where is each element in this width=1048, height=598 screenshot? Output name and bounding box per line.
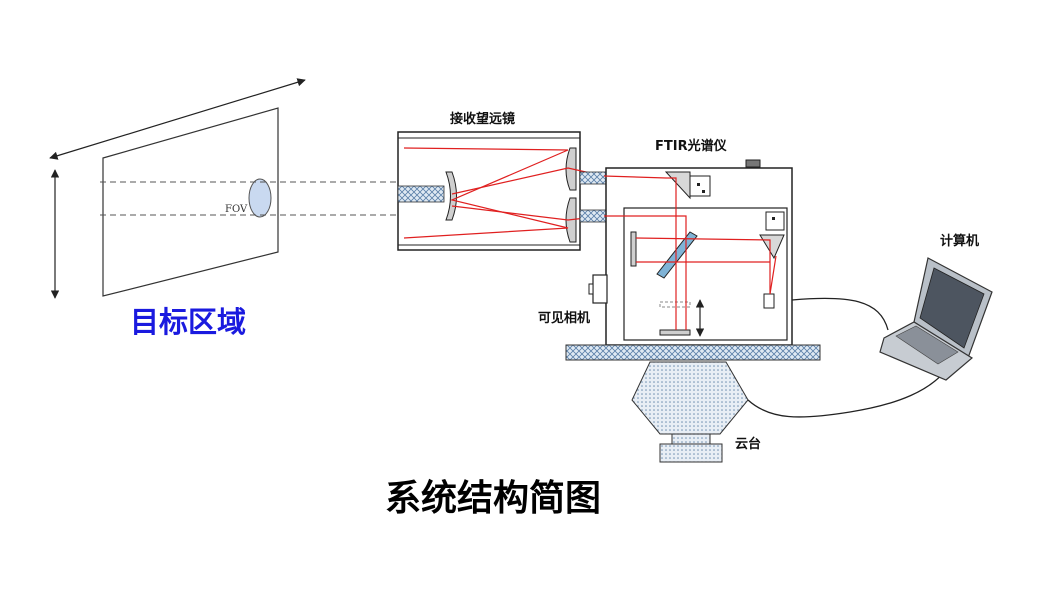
beamsplitter: [656, 231, 698, 279]
telescope-group: 接收望远镜: [397, 111, 607, 251]
secondary-mirror: [445, 171, 457, 221]
telescope-output-port: [579, 171, 607, 185]
moving-mirror: [659, 329, 691, 336]
output-fold-mirror: [759, 234, 785, 260]
laptop-screen: [919, 267, 985, 349]
gimbal-body: [631, 361, 749, 435]
diagram-title: 系统结构简图: [385, 478, 601, 519]
gimbal-base: [659, 443, 723, 463]
ftir-inner-frame: [623, 207, 788, 341]
ftir-cable: [791, 297, 889, 331]
camera-label: 可见相机: [538, 310, 590, 326]
fixed-mirror: [630, 231, 637, 267]
detector: [763, 293, 775, 309]
platform-plate: [565, 344, 821, 361]
telescope-input-port: [397, 185, 445, 203]
gimbal-neck: [671, 433, 711, 445]
ftir-knob: [745, 159, 761, 168]
target-plane: [102, 107, 279, 297]
ftir-label: FTIR光谱仪: [655, 138, 728, 154]
laptop-keyboard: [895, 325, 959, 365]
ftir-group: FTIR光谱仪: [603, 138, 793, 346]
visible-camera: [592, 274, 608, 304]
fov-ellipse: [248, 178, 272, 218]
output-detector-box: [765, 211, 785, 231]
target-area-label: 目标区域: [130, 305, 246, 339]
telescope-label: 接收望远镜: [450, 111, 515, 127]
visible-camera-group: 可见相机: [538, 274, 608, 326]
laptop-group: 计算机: [879, 233, 993, 381]
fov-label: FOV: [225, 204, 248, 215]
gimbal-group: 云台: [565, 344, 821, 463]
width-dimension-arrow: [49, 78, 306, 160]
computer-label: 计算机: [940, 233, 979, 249]
gimbal-cable: [747, 369, 947, 418]
target-area-group: FOV 目标区域: [49, 78, 306, 339]
gimbal-label: 云台: [735, 436, 761, 452]
cables: [747, 297, 947, 418]
